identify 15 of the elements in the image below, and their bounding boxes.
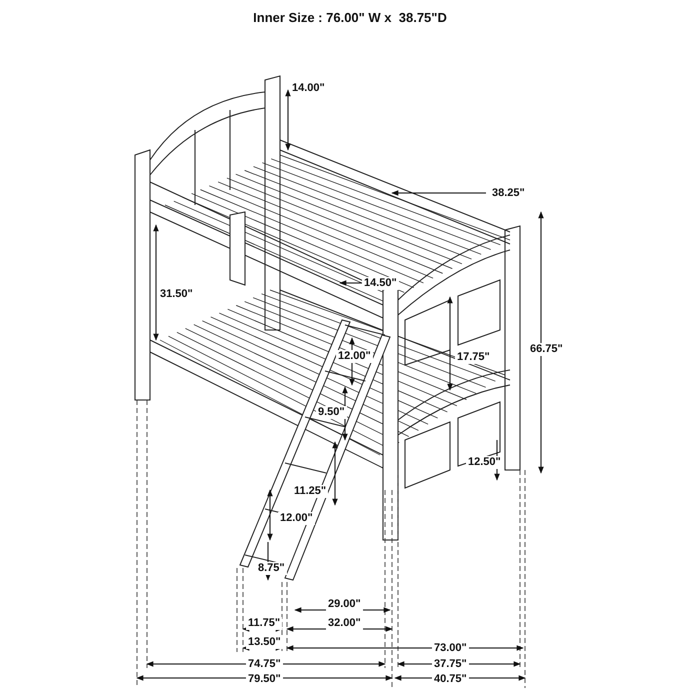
- dimension-label: 29.00": [326, 598, 363, 611]
- dimension-label: 32.00": [326, 617, 363, 630]
- dimension-label: 12.00": [336, 350, 373, 363]
- dimension-label: 66.75": [528, 343, 565, 356]
- dimension-label: 13.50": [246, 636, 283, 649]
- dimension-label: 11.75": [246, 617, 282, 630]
- dimension-label: 11.25": [292, 485, 328, 498]
- dimension-label: 12.50": [466, 456, 503, 469]
- dimension-label: 12.00": [278, 512, 315, 525]
- dimension-label: 14.00": [290, 82, 327, 95]
- title: Inner Size : 76.00" W x 38.75"D: [253, 10, 447, 25]
- dimension-label: 8.75": [256, 562, 287, 575]
- dimension-label: 14.50": [362, 277, 399, 290]
- dimension-label: 17.75": [455, 351, 492, 364]
- dimension-label: 9.50": [316, 406, 347, 419]
